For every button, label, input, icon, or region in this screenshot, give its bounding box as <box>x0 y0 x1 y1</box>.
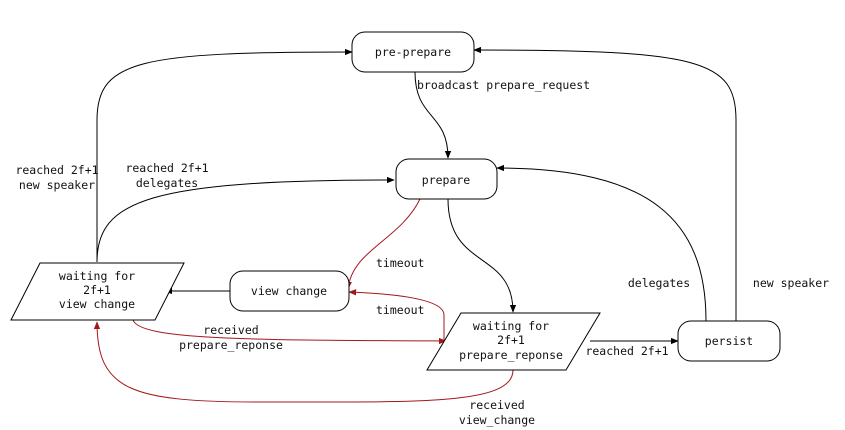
label-received-view-change-line-1: received <box>469 398 524 412</box>
edge-waiting-view-change-to-prepare <box>96 176 395 263</box>
label-reached-new-speaker-line-2: new speaker <box>19 178 95 192</box>
edge-waiting-view-change-to-preprepare <box>96 48 353 262</box>
node-pre-prepare-label: pre-prepare <box>375 45 451 59</box>
label-reached-new-speaker-line-1: reached 2f+1 <box>15 163 98 177</box>
label-received-prepare-response-line-2: prepare_reponse <box>179 338 283 352</box>
node-view-change: view change <box>229 270 350 312</box>
node-waiting-prepare-response: waiting for 2f+1 prepare_reponse <box>426 312 601 371</box>
node-prepare: prepare <box>395 158 498 200</box>
node-prepare-label: prepare <box>422 173 471 187</box>
node-waiting-view-change-line-3: view change <box>59 297 135 311</box>
label-timeout-prepare: timeout <box>376 256 424 270</box>
label-new-speaker: new speaker <box>753 276 829 290</box>
node-persist-label: persist <box>705 334 753 348</box>
label-timeout-view-change: timeout <box>376 303 424 317</box>
label-reached-delegates-line-1: reached 2f+1 <box>125 161 208 175</box>
node-view-change-label: view change <box>251 284 327 298</box>
node-waiting-view-change-line-1: waiting for <box>59 269 135 283</box>
node-pre-prepare: pre-prepare <box>351 31 475 73</box>
edge-preprepare-to-prepare <box>414 71 452 159</box>
edge-persist-to-prepare <box>496 164 707 322</box>
edge-prepare-to-waiting-prepare-response <box>447 198 517 313</box>
edge-waiting-prepare-response-timeout-to-view-change <box>348 289 445 345</box>
label-reached-delegates-line-2: delegates <box>136 176 198 190</box>
node-waiting-prepare-response-line-1: waiting for <box>473 319 549 333</box>
node-waiting-prepare-response-line-2: 2f+1 <box>497 333 525 347</box>
node-waiting-view-change: waiting for 2f+1 view change <box>10 262 185 321</box>
label-delegates: delegates <box>628 276 690 290</box>
label-broadcast-prepare-request: broadcast prepare_request <box>417 78 590 92</box>
label-received-view-change-line-2: view_change <box>459 413 535 427</box>
node-waiting-view-change-line-2: 2f+1 <box>83 283 111 297</box>
edge-waiting-prepare-response-received-to-waiting-view-change <box>93 321 514 403</box>
node-waiting-prepare-response-line-3: prepare_reponse <box>459 348 563 362</box>
edge-prepare-timeout-to-view-change <box>345 198 421 290</box>
label-reached-2f1: reached 2f+1 <box>585 344 668 358</box>
edge-waiting-view-change-received-to-waiting-prepare-response <box>132 319 447 345</box>
label-received-prepare-response-line-1: received <box>203 323 258 337</box>
edge-persist-to-preprepare <box>473 46 737 321</box>
node-persist: persist <box>677 320 781 362</box>
